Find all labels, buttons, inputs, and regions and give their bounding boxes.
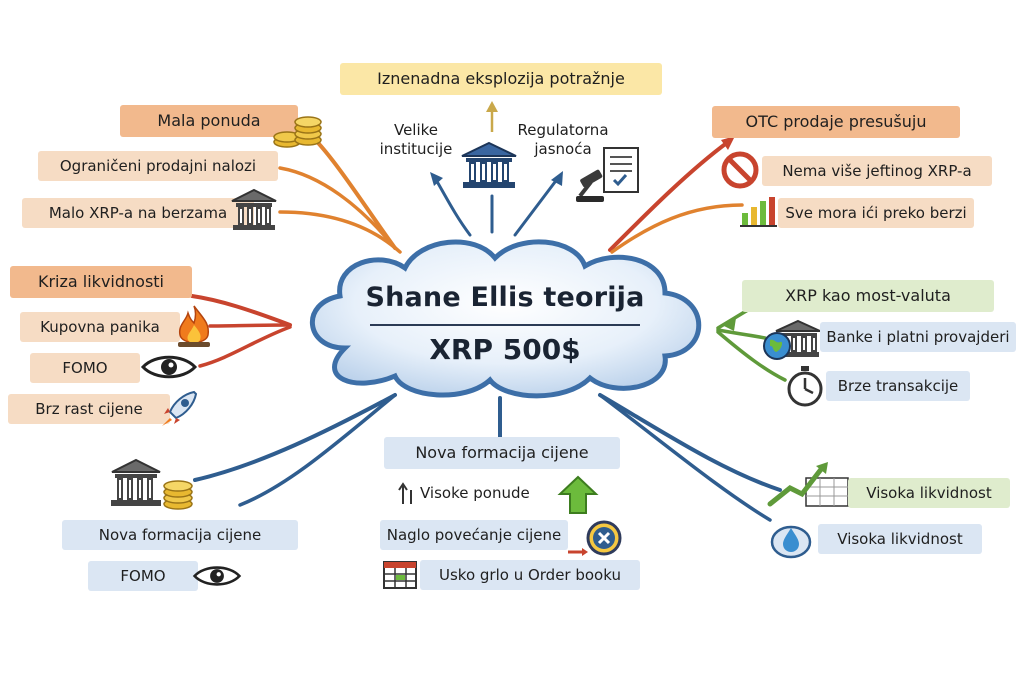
eye-icon [140,355,198,379]
central-cloud-icon [310,239,702,399]
fomo-label-lower: FOMO [88,561,198,591]
branch-malo-xrp [278,210,402,254]
malo-xrp-label: Malo XRP-a na berzama [22,198,254,228]
branch-otc [608,140,730,252]
visoka-likvidnost-label-2: Visoka likvidnost [818,524,982,554]
branch-lower-left-2 [238,393,397,507]
nema-label: Nema više jeftinog XRP-a [762,156,992,186]
bank-icon [461,141,517,188]
visoke-ponude-label: Visoke ponude [420,484,530,502]
otc-head: OTC prodaje presušuju [712,106,960,138]
kupovna-label: Kupovna panika [20,312,180,342]
green-up-arrow-icon [557,475,599,514]
fomo-label-left: FOMO [30,353,140,383]
branch-lower-left-1 [193,393,397,482]
bottom-head: Nova formacija cijene [384,437,620,469]
up-arrows-icon [398,482,412,504]
order-book-icon [383,561,417,589]
lower-left-formacija-label: Nova formacija cijene [62,520,298,550]
water-drop-icon [770,525,812,559]
brze-label: Brze transakcije [826,371,970,401]
top-left-label-line2: institucije [379,140,453,158]
top-right-label-line1: Regulatorna [517,121,609,139]
branch-lower-right-2 [598,393,772,522]
exchange-chart-icon [740,197,777,227]
branch-kupovna [208,323,292,328]
branch-top-left [433,176,472,237]
prohibited-icon [721,151,759,189]
most-head: XRP kao most-valuta [742,280,994,312]
branch-nema [610,203,744,254]
top-headline: Iznenadna eksplozija potražnje [340,63,662,95]
branch-banke [716,328,767,340]
branch-lower-right-1 [598,393,782,492]
document-gavel-icon [576,147,639,202]
kriza-head: Kriza likvidnosti [10,266,192,298]
branch-ograniceni [278,166,397,250]
branch-brze [716,330,787,382]
bank-coins-icon [111,458,193,510]
arrowhead-top-right [551,171,563,186]
visoka-likvidnost-label-1: Visoka likvidnost [848,478,1010,508]
branch-fomo [198,325,292,368]
fire-icon [178,305,210,347]
top-right-label: Regulatorna jasnoća [512,121,614,159]
central-subtitle: XRP 500$ [429,333,581,366]
stopwatch-icon [787,366,823,407]
xrp-coin-icon [568,520,622,556]
coins-icon [273,116,322,148]
top-left-label: Velike institucije [376,121,456,159]
arrowhead-headline [486,101,498,112]
brz-rast-label: Brz rast cijene [8,394,170,424]
growth-chart-icon [767,462,849,507]
rocket-icon [162,390,198,426]
naglo-label: Naglo povećanje cijene [380,520,568,550]
arrowhead-most [724,318,736,331]
branch-kriza [190,294,292,327]
top-right-label-line2: jasnoća [534,140,592,158]
exchange-building-icon [231,188,277,230]
sve-mora-label: Sve mora ići preko berzi [778,198,974,228]
mala-ponuda-head: Mala ponuda [120,105,298,137]
top-left-label-line1: Velike [393,121,439,139]
banke-label: Banke i platni provajderi [820,322,1016,352]
branch-top-right [513,176,560,237]
central-title: Shane Ellis teorija [365,282,645,313]
eye-icon-lower [192,566,242,586]
arrowhead-otc [721,136,735,150]
bank-globe-icon [763,319,821,360]
usko-grlo-label: Usko grlo u Order booku [420,560,640,590]
ograniceni-label: Ograničeni prodajni nalozi [38,151,278,181]
arrowhead-top-left [430,172,443,186]
